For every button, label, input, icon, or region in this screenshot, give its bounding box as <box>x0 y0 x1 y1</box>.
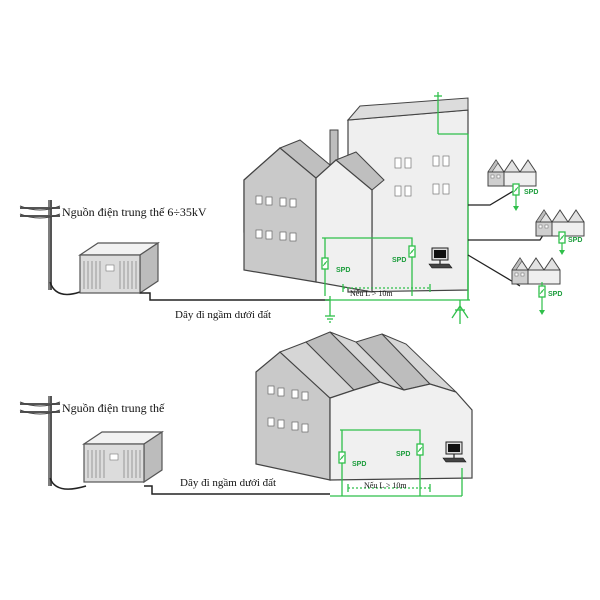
top-distance-label: Nếu L > 10m <box>350 289 393 298</box>
factory-building-bottom <box>255 331 473 481</box>
bottom-scene: Nguồn điện trung thế Dây đi ngầm dưới đấ… <box>18 331 473 497</box>
spd-label-top-3: SPD <box>524 189 538 196</box>
surge-wiring-bottom <box>330 429 463 497</box>
spd-device-top-2 <box>408 245 416 258</box>
transformer-top <box>79 242 159 294</box>
power-pole-top <box>18 198 81 296</box>
spd-label-bottom-2: SPD <box>396 451 410 458</box>
bottom-cable-label: Dây đi ngầm dưới đất <box>180 477 276 489</box>
underground-cable-top <box>140 292 330 301</box>
top-source-label: Nguồn điện trung thế 6÷35kV <box>62 205 207 219</box>
spd-label-top-1: SPD <box>336 267 350 274</box>
bottom-distance-label: Nếu L > 10m <box>364 481 407 490</box>
remote-building-1: SPD <box>487 159 538 211</box>
power-pole-bottom <box>18 394 87 490</box>
top-scene: Nguồn điện trung thế 6÷35kV Dây đi ngầm … <box>18 92 585 324</box>
spd-label-bottom-1: SPD <box>352 461 366 468</box>
surge-wiring-top <box>322 92 470 324</box>
underground-cable-bottom <box>144 485 330 495</box>
remote-building-2: SPD <box>535 209 585 255</box>
spd-device-bottom-2 <box>416 443 424 456</box>
factory-building-top <box>243 97 469 293</box>
spd-device-top-1 <box>321 257 329 270</box>
remote-building-3: SPD <box>511 257 562 315</box>
spd-device-bottom-1 <box>338 451 346 464</box>
spd-label-top-2: SPD <box>392 257 406 264</box>
top-cable-label: Dây đi ngầm dưới đất <box>175 309 271 321</box>
bottom-source-label: Nguồn điện trung thế <box>62 401 165 415</box>
spd-label-top-5: SPD <box>548 291 562 298</box>
spd-label-top-4: SPD <box>568 237 582 244</box>
transformer-bottom <box>83 431 163 483</box>
